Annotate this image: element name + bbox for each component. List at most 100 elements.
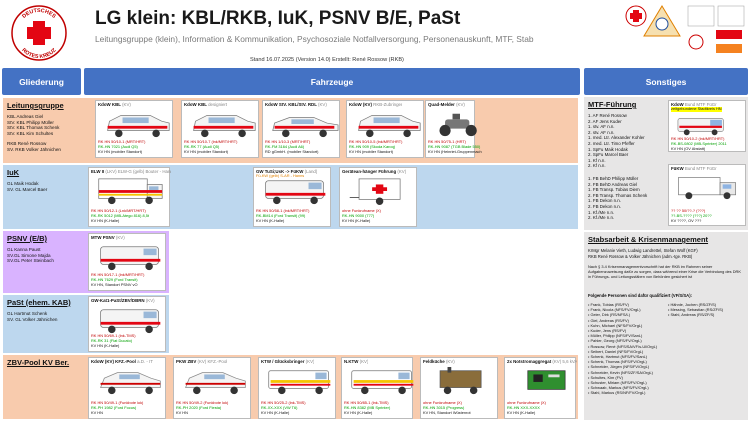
card-plate: RK-RK 5012 (MB-Atego 816) 8,5t [91, 213, 149, 218]
people-list-right: • Hähnle, Jochen (RS/ZF/S)• Messing, Seb… [668, 302, 723, 318]
vehicle-card-iuk2[interactable]: GW TuSi;UsK -> FüKW (Land)Fü-KW (gelb) S… [253, 167, 331, 227]
card-tag: (LKV) ELW-G (gelb) Bouter - Hanns [105, 169, 171, 174]
vehicle-card-zbv3[interactable]: KTW / Glücksbringer (KV)RK HN 50/25-2 (l… [258, 357, 336, 419]
list-item-text: 1. AF René Rossow [588, 113, 627, 118]
member-list: GL Kanna Paust SV.GL Simone Majda SV.GL … [7, 247, 54, 264]
vehicle-card-lg3[interactable]: KdoW StV. KBL/StV. RDL (KV)RK HN 1/10-3 … [262, 100, 340, 158]
card-plate: RK-XX-XXX (VW T6) [261, 405, 298, 410]
list-item: 2. FB Dekon n.n. [588, 204, 647, 210]
member: SV.GL Peter Steinbach [7, 258, 54, 264]
card-title-text: KdoW (KV) KFZ.-Pool [91, 359, 136, 364]
card-tag: RKB-Zubringer [373, 102, 403, 107]
stab-title: Stabsarbeit & Krisenmanagement [588, 235, 709, 244]
card-location: KV HN (Heinriet-Gruppenmach [428, 149, 482, 154]
vehicle-card-lg1[interactable]: KdoW KBL (KV)RK HN 50/10-1 (MRT/HRT)RK-H… [95, 100, 173, 158]
card-radio-call: RK HN 50/17-1 (lnk/MRT/HRT) [91, 272, 145, 277]
vehicle-card-zbv6[interactable]: 2x Notstromaggregat (KV) 5,6 kVA (grün) … [504, 357, 577, 419]
card-plate: RK-HN 8382 (MB Sprinter) [344, 405, 391, 410]
list-item-text: 2. SpFu Marcel Baer [588, 152, 629, 158]
list-item: • Giel, Andreas (RS/FV) [588, 318, 657, 323]
list-item: • Stahl, Andreas (RS/ZF/S) [668, 312, 723, 317]
card-radio-call: RK HN 50/10-2 (lnk/MRT/HRT) [671, 136, 725, 141]
stab-role-rkb: RKB René Rossow & Volker Jähnichen (adm.… [588, 254, 693, 259]
list-item-text: 1. stv. AF n.n. [588, 124, 615, 130]
member: GL Kanna Paust [7, 247, 41, 252]
card-radio-call: RK HN 50/49-1 (Funkbote lok) [91, 400, 144, 405]
page-title: LG klein: KBL/RKB, IuK, PSNV B/E, PaSt [95, 8, 461, 29]
vehicle-card-past1[interactable]: GW-Kat1-PaSt/ZBV/DBRN (KV) RK HN 50/69-1 … [88, 296, 166, 352]
list-item-text: Giel, Andreas (RS/FV) [590, 317, 629, 323]
list-item-text: Schneider, Jürgen (NFS/FV/OrgL) [590, 364, 650, 370]
card-kdow-bund[interactable]: KdoW Bund MTF FüGr zeitgebundene Stadtkr… [668, 100, 746, 152]
page-subtitle: Leitungsgruppe (klein), Information & Ko… [95, 34, 534, 44]
card-radio-call: RK HN 50/10-7 (lnk/MRT/HRT) [184, 139, 238, 144]
card-title-text: MTW PSNV [91, 235, 115, 240]
list-item-text: Kuder, Jens (RS/FV) [590, 328, 627, 334]
vehicle-card-zbv4[interactable]: N.KTW (KV)RK HN 50/85-1 (lnk-TMS)RK-HN 8… [341, 357, 414, 419]
truck-image [678, 177, 737, 200]
list-item-text: 1. SpFu Maik Hodak [588, 146, 628, 152]
card-plate: RK-HN 7629 (Ford Transit) [91, 277, 138, 282]
vehicle-image [268, 370, 331, 395]
bullet-icon: • [588, 322, 591, 328]
card-title-text: PKW ZBV [176, 359, 197, 364]
bullet-icon: • [588, 312, 591, 318]
list-item: • Schultes, Kim (FV) [588, 375, 657, 380]
card-location: KV HN (K-Halle) [91, 218, 120, 223]
list-item-text: Müller, Philipp (NFS/FV/SanL) [590, 333, 643, 339]
card-tag: (KV) 5,6 kVA (grün) Inverter - Diesel [552, 359, 577, 364]
list-item-text: 2. Kf n.n. [588, 163, 606, 169]
card-tag: Bund MTF FüGr [684, 102, 717, 107]
bullet-icon: • [588, 338, 591, 344]
member: GL Hartmut Schenk [7, 311, 48, 316]
card-title: KTW / Glücksbringer (KV) [261, 359, 314, 364]
card-title-text: Quad-Melder [428, 102, 455, 107]
vehicle-image [100, 246, 161, 271]
vehicle-image [527, 370, 566, 390]
card-plate: RK-HN 7021 (Audi Q5) [98, 144, 138, 149]
member: SV. GL Volker Jähnichen [7, 316, 58, 322]
bullet-icon: • [588, 390, 591, 396]
bullet-icon: • [588, 348, 591, 354]
partner-logo-group [625, 5, 745, 53]
card-plate: RK-HN 3015 (Progress) [423, 405, 465, 410]
vehicle-card-iuk1[interactable]: ELW II (LKV) ELW-G (gelb) Bouter - Hanns… [88, 167, 171, 227]
member: StV. KBL Kim Schultes [7, 130, 54, 136]
card-fukw-bund[interactable]: FüKW Bund MTF FüGr ?? ?? 50/??-? (???) ?… [668, 164, 746, 226]
card-title-text: KTW / Glücksbringer [261, 359, 305, 364]
list-item-text: 2. FB Transp. Thomas Schenk [588, 192, 648, 198]
list-item-text: 1. FB Dekon n.n. [588, 198, 621, 204]
vehicle-card-psnv1[interactable]: MTW PSNV (KV)RK HN 50/17-1 (lnk/MRT/HRT)… [88, 233, 166, 291]
van-image [677, 118, 724, 136]
card-title: Feldküche (KV) [423, 359, 455, 364]
card-radio-call: ohne Funkrufname (X) [342, 208, 381, 213]
card-title-text: KdoW KBL [184, 102, 207, 107]
card-location: KV HN (K-Halle) [344, 410, 373, 415]
card-title: GW-Kat1-PaSt/ZBV/DBRN (KV) [91, 298, 155, 303]
list-item: • Frank, Nicola (NFS/FV/OrgL) [588, 307, 657, 312]
list-item-text: Frank, Nicola (NFS/FV/OrgL) [590, 307, 641, 313]
list-item-text: Schultes, Kim (FV) [590, 374, 623, 380]
vehicle-card-iuk3[interactable]: Gerätean-hänger Führung (KV)ohne Funkruf… [339, 167, 417, 227]
card-title-text: Feldküche [423, 359, 445, 364]
vehicle-image [265, 180, 326, 205]
vehicle-card-lg5[interactable]: Quad-Melder (KV)RK HN 50/75-1 (HRT)RK-HN… [425, 100, 482, 158]
vehicle-card-zbv5[interactable]: Feldküche (KV) ohne Funkrufname (X)RK-HN … [420, 357, 498, 419]
list-item: 2. Kf n.n. [588, 163, 645, 169]
card-radio-call: RK HN 50/10-1 (MRT/HRT) [98, 139, 146, 144]
bullet-icon: • [588, 385, 591, 391]
card-radio-call: RK HN 50/69-1 (lnk-TMS) [91, 333, 136, 338]
card-title-text: FüKW [671, 166, 684, 171]
card-tag: (KV) [145, 298, 155, 303]
card-radio-call: ohne Funkrufname (X) [423, 400, 462, 405]
section-title: IuK [7, 168, 20, 177]
list-item: • Schenk, Thomas (NFS/FV/OrgL) [588, 359, 657, 364]
list-item: • Schenk, Hartmut (NFS/FV/SanL) [588, 354, 657, 359]
list-item-text: Hähnle, Jochen (RS/ZF/S) [670, 302, 717, 307]
card-tag: (KV) [359, 359, 369, 364]
